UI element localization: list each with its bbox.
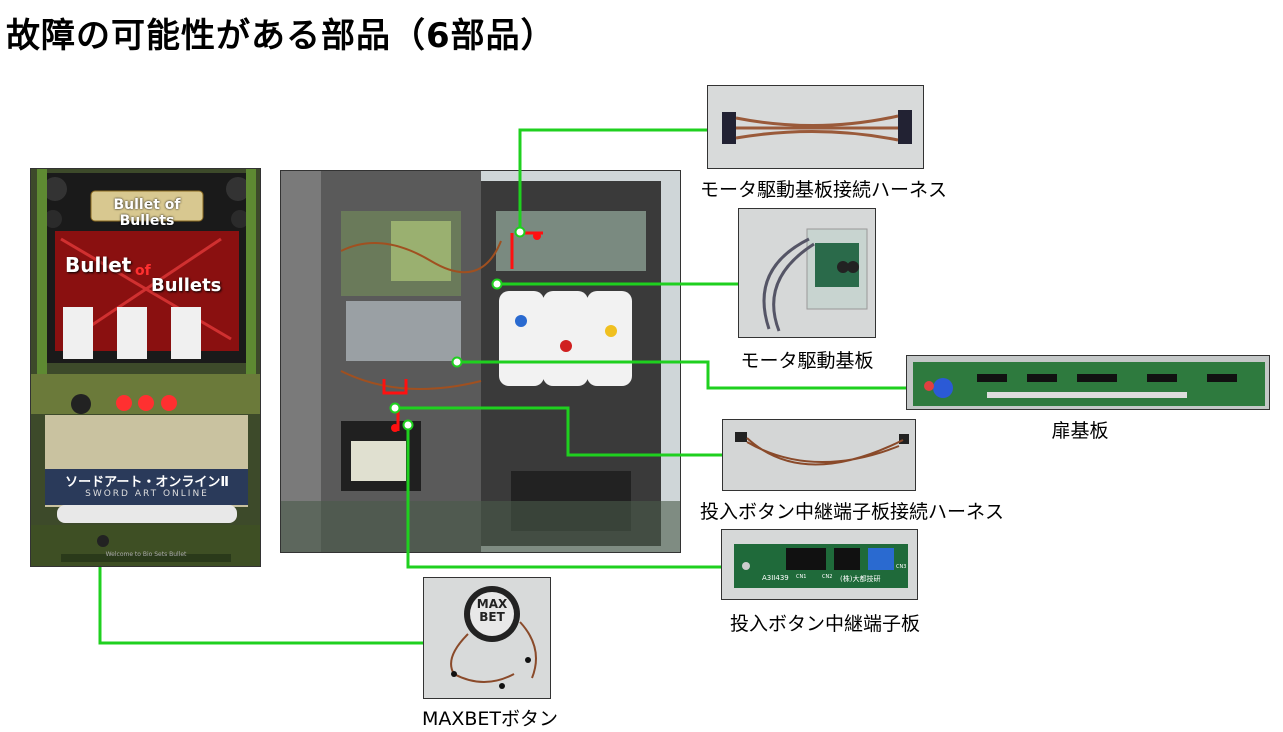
connector-maxbet-button [98, 567, 423, 645]
part-photo-motor-harness [707, 85, 924, 169]
reel-logo-line2: Bullets [151, 275, 222, 296]
part-label-relay-board: 投入ボタン中継端子板 [729, 613, 920, 635]
part-photo-relay-board: A3II439 (株)大都技研 CN1 CN2 CN3 [721, 529, 918, 600]
button-text-line1: MAX [476, 597, 508, 611]
part-label-button-harness: 投入ボタン中継端子板接続ハーネス [700, 501, 1005, 523]
page-title: 故障の可能性がある部品（6部品） [6, 16, 556, 56]
lower-title: ソードアート・オンラインⅡ [65, 475, 229, 490]
tray-text: Welcome to Bio Sets Bullet [105, 551, 187, 558]
button-text-line2: BET [479, 610, 505, 624]
reel-logo-line1: Bullet [65, 253, 132, 277]
part-photo-door-board [906, 355, 1270, 410]
relay-board-cn2: CN2 [822, 574, 833, 580]
relay-board-cn1: CN1 [796, 574, 807, 580]
part-label-door-board: 扉基板 [1051, 420, 1109, 442]
relay-board-cn3: CN3 [896, 564, 907, 570]
relay-board-maker: (株)大都技研 [840, 575, 881, 583]
machine-front-photo: Bullet of Bullets Bullet of Bullets ソードア… [30, 168, 261, 567]
machine-logo: Bullet of Bullets [113, 197, 181, 229]
relay-board-code: A3II439 [762, 574, 789, 582]
reel-logo-of: of [135, 263, 151, 279]
part-label-motor-harness: モータ駆動基板接続ハーネス [700, 179, 948, 201]
lower-subtitle: SWORD ART ONLINE [85, 489, 209, 499]
machine-interior-photo [280, 170, 681, 553]
part-label-motor-board: モータ駆動基板 [740, 350, 874, 372]
part-photo-maxbet-button: MAX BET [423, 577, 551, 699]
part-photo-button-harness [722, 419, 916, 491]
part-label-maxbet-button: MAXBETボタン [421, 708, 559, 730]
part-photo-motor-board [738, 208, 876, 338]
